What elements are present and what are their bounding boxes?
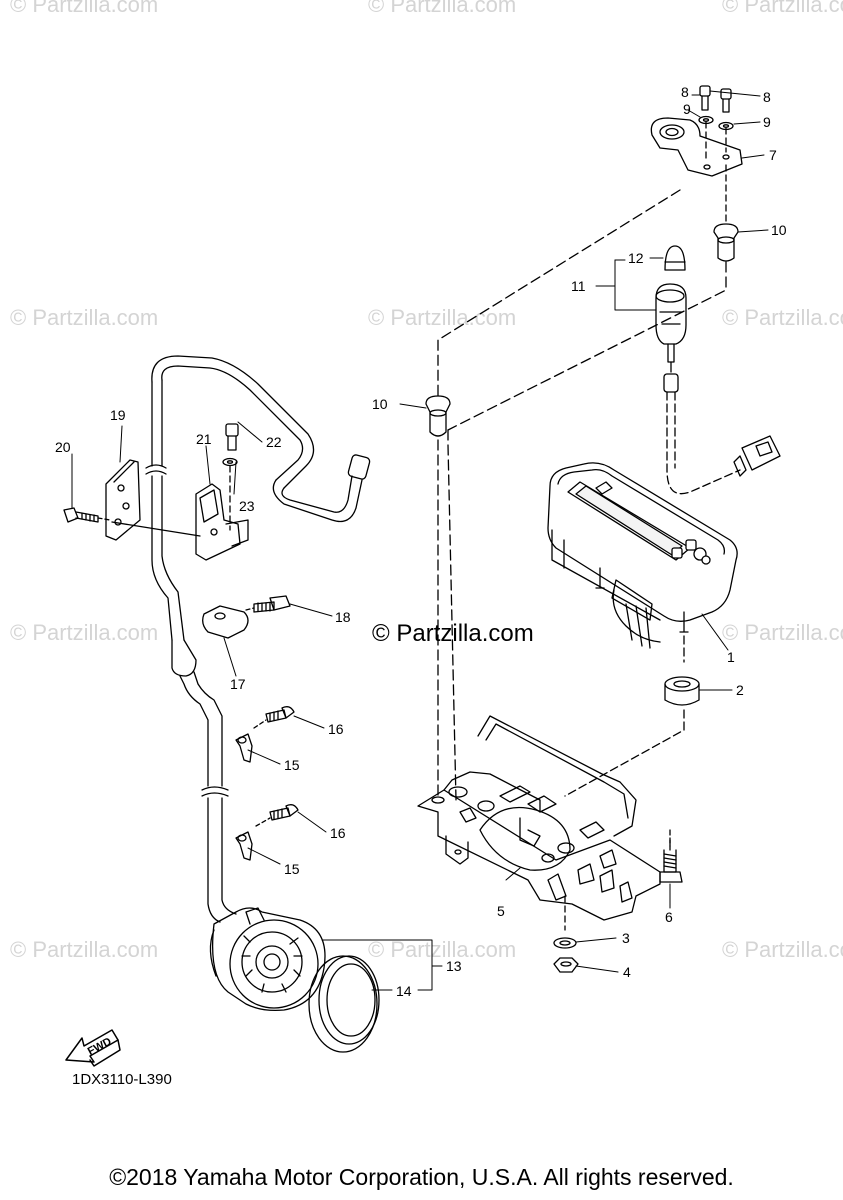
label-part-18: 18	[335, 609, 351, 625]
label-part-15: 15	[284, 861, 300, 877]
bracket-19	[105, 459, 141, 541]
label-part-16: 16	[328, 721, 344, 737]
watermark: © Partzilla.com	[368, 0, 517, 17]
label-part-3: 3	[622, 930, 630, 946]
clamp-15	[235, 733, 253, 763]
grommet-2	[664, 676, 700, 706]
bolt-8	[720, 88, 732, 113]
nut-4	[553, 957, 579, 973]
watermark: © Partzilla.com	[722, 0, 843, 17]
watermark: © Partzilla.com	[10, 305, 159, 330]
label-part-4: 4	[623, 964, 631, 980]
label-part-9: 9	[763, 114, 771, 130]
watermark: © Partzilla.com	[368, 305, 517, 330]
watermark: © Partzilla.com	[10, 937, 159, 962]
clamp-17	[202, 605, 249, 639]
label-part-2: 2	[736, 682, 744, 698]
watermark: © Partzilla.com	[368, 937, 517, 962]
copyright-notice: ©2018 Yamaha Motor Corporation, U.S.A. A…	[109, 1164, 734, 1190]
watermark: © Partzilla.com	[722, 937, 843, 962]
label-part-14: 14	[396, 983, 412, 999]
leader-lines	[71, 90, 769, 991]
label-part-19: 19	[110, 407, 126, 423]
bolt-20	[63, 507, 111, 523]
clamp-15	[235, 831, 253, 861]
clamp-21	[195, 483, 249, 561]
label-part-23: 23	[239, 498, 255, 514]
bolt-18	[245, 595, 291, 613]
screw-16	[253, 706, 295, 729]
connector	[733, 435, 781, 477]
label-part-1: 1	[727, 649, 735, 665]
socket-11	[655, 283, 741, 495]
bolt-8	[699, 85, 711, 111]
meter-cable	[145, 355, 371, 923]
grommet-10	[425, 395, 451, 437]
label-part-11: 11	[571, 278, 586, 294]
screw-16	[255, 804, 299, 827]
label-part-8: 8	[681, 84, 689, 100]
label-part-6: 6	[665, 909, 673, 925]
watermark: © Partzilla.com	[10, 620, 159, 645]
bolt-6	[659, 829, 683, 883]
label-part-8: 8	[763, 89, 771, 105]
bulb-12	[664, 245, 686, 271]
seal-14	[308, 955, 380, 1053]
watermark: © Partzilla.com	[10, 0, 159, 17]
washer-3	[553, 937, 577, 949]
label-part-15: 15	[284, 757, 300, 773]
label-part-16: 16	[330, 825, 346, 841]
label-part-13: 13	[446, 958, 462, 974]
label-part-10: 10	[372, 396, 388, 412]
label-part-21: 21	[196, 431, 212, 447]
washer-23	[222, 457, 238, 467]
center-watermark: © Partzilla.com	[372, 620, 534, 647]
watermark: © Partzilla.com	[722, 305, 843, 330]
label-part-7: 7	[769, 147, 777, 163]
label-part-17: 17	[230, 676, 246, 692]
label-part-5: 5	[497, 903, 505, 919]
label-part-10: 10	[771, 222, 787, 238]
fwd-arrow-icon	[65, 1029, 121, 1067]
fwd-label: FWD	[86, 1035, 114, 1057]
label-part-12: 12	[628, 250, 644, 266]
label-part-20: 20	[55, 439, 71, 455]
bolt-22	[225, 423, 239, 451]
bracket-7	[650, 117, 743, 177]
bracket-5	[417, 715, 661, 921]
diagram-code: 1DX3110-L390	[72, 1071, 172, 1088]
watermark: © Partzilla.com	[722, 620, 843, 645]
gear-unit-13	[209, 907, 326, 1012]
label-part-22: 22	[266, 434, 282, 450]
label-part-9: 9	[683, 101, 691, 117]
meter-1	[547, 462, 738, 649]
part-labels: 8 8 9 9 7 10 12 11 10 1 2 5 6 3 4 13 14 …	[55, 84, 787, 999]
grommet-10	[713, 223, 739, 262]
